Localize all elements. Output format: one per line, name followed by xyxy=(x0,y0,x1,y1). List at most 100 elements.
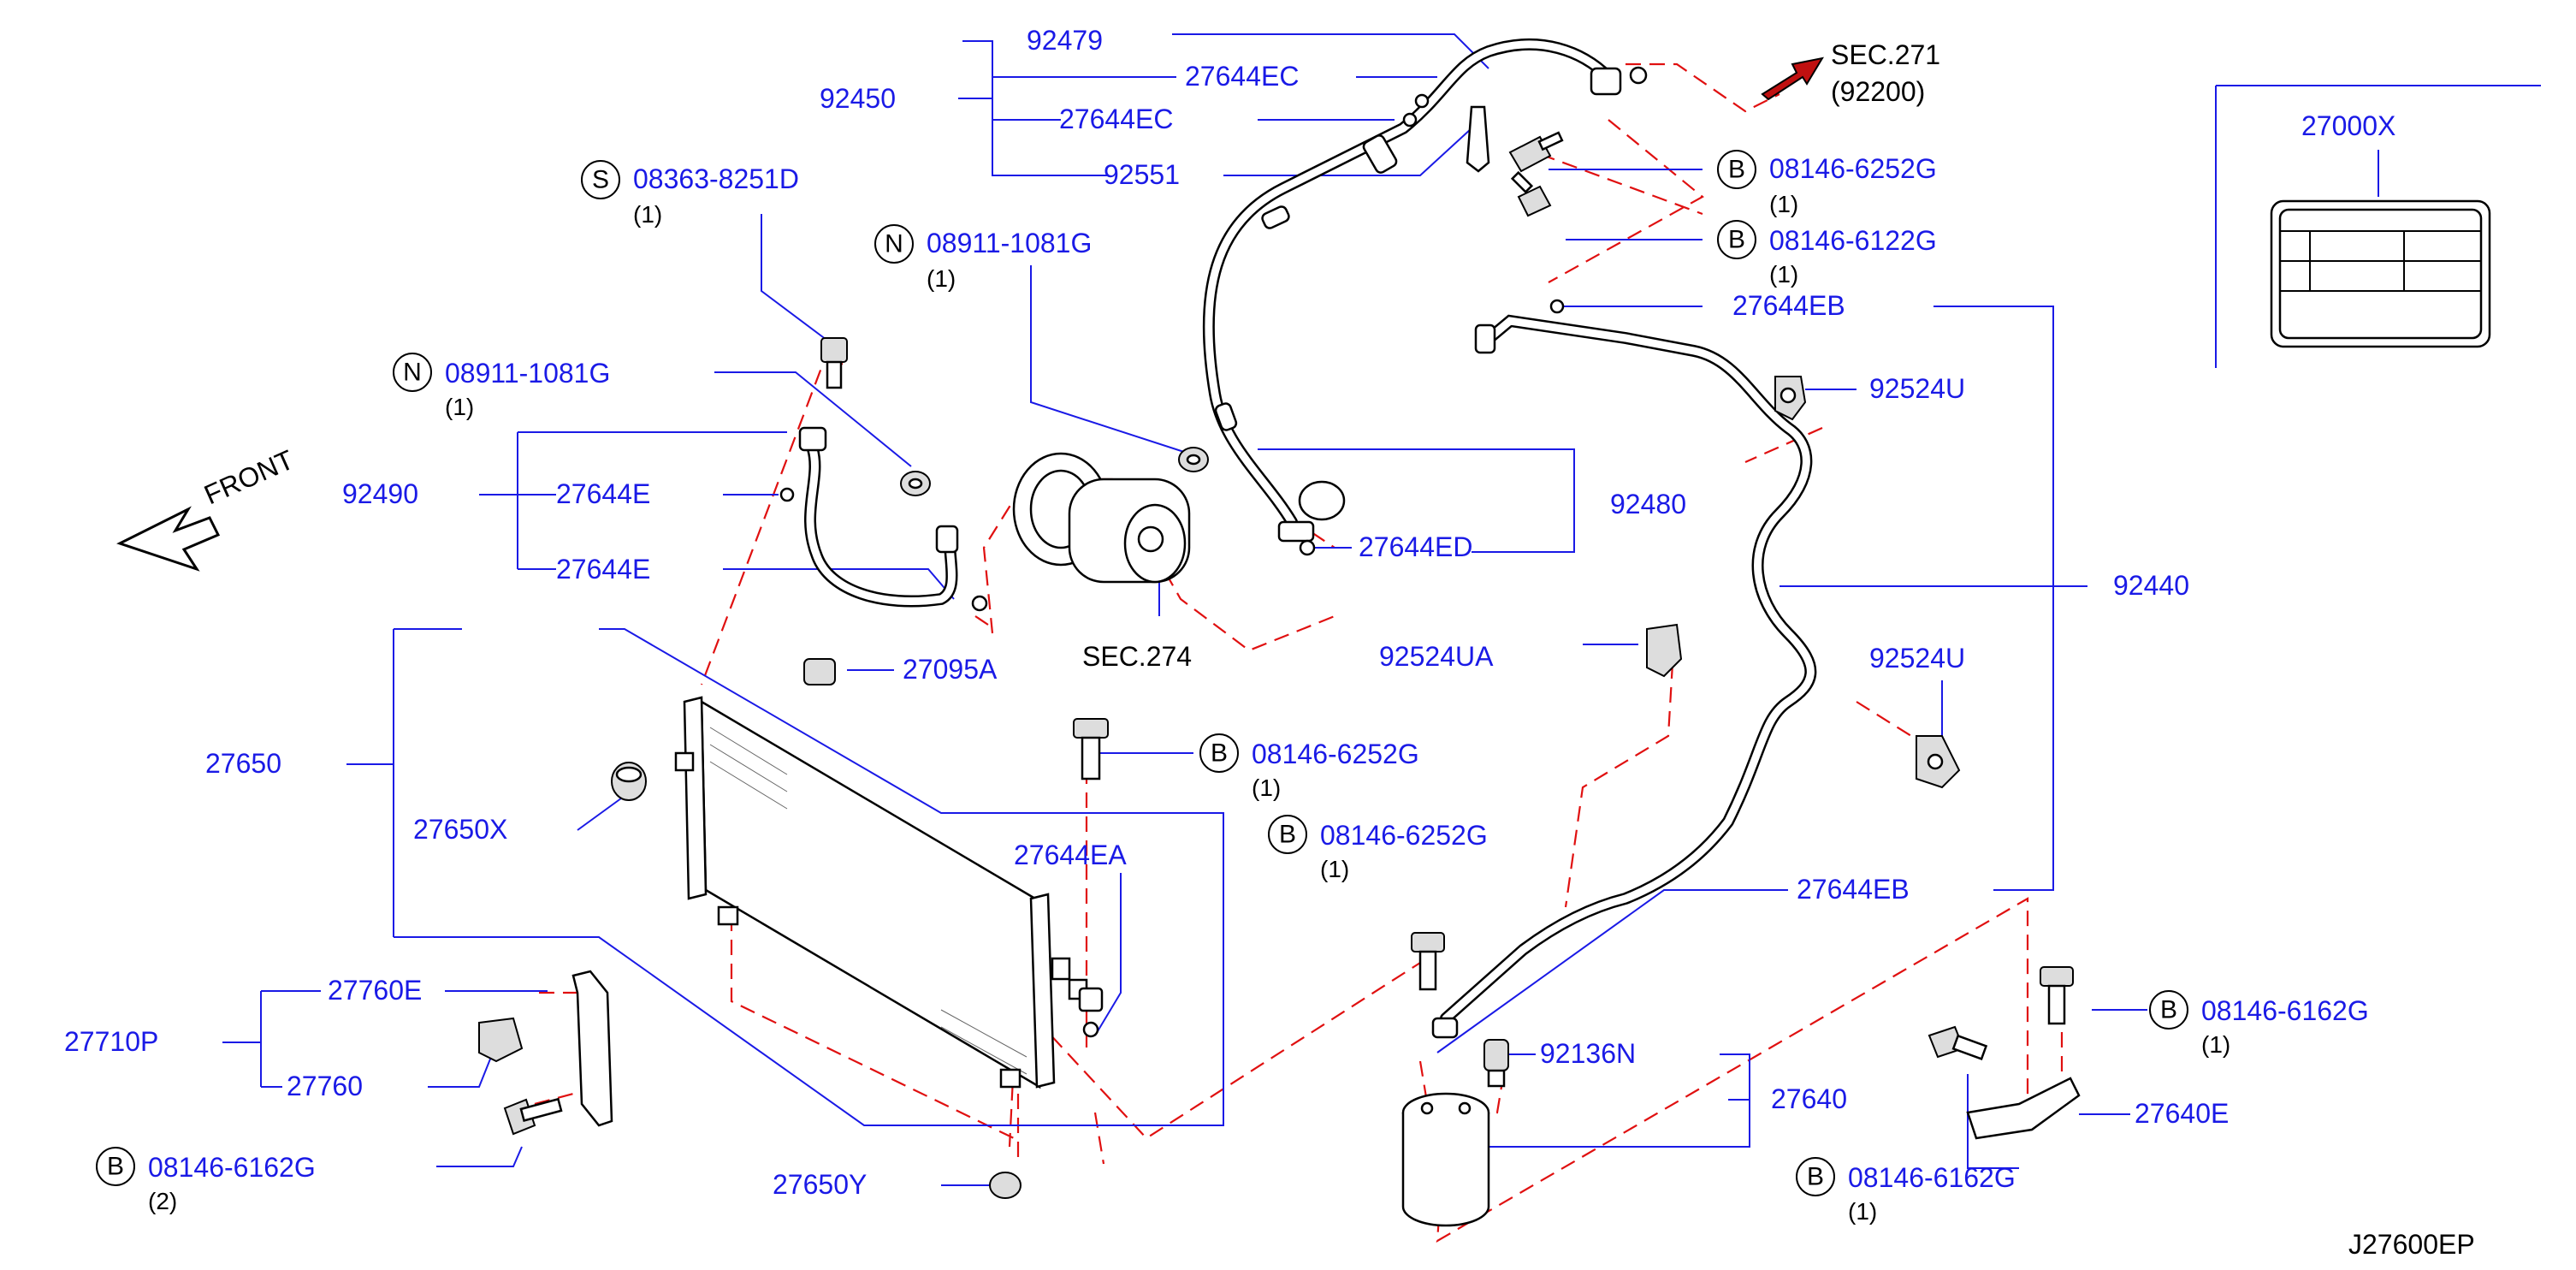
label-92524U-top: 92524U xyxy=(1869,373,1965,404)
fastener-letter: B xyxy=(1728,226,1745,254)
hose-92450 xyxy=(1202,39,1648,556)
fastener-part: 08146-6252G xyxy=(1769,153,1937,184)
bolts-top xyxy=(1508,131,1564,217)
sec-271-label: SEC.271 xyxy=(1831,39,1940,70)
fastener-qty: (1) xyxy=(1252,774,1281,801)
label-92480: 92480 xyxy=(1610,489,1686,519)
bolt-s1 xyxy=(820,337,848,389)
label-27644EB-mid: 27644EB xyxy=(1797,874,1910,905)
label-92524U-mid: 92524U xyxy=(1869,643,1965,674)
fastener-qty: (1) xyxy=(1769,191,1798,217)
fastener-qty: (1) xyxy=(1848,1198,1877,1225)
fastener-letter: B xyxy=(1807,1163,1824,1191)
bracket-27710P xyxy=(478,970,613,1136)
fastener-letter: B xyxy=(2160,996,2177,1024)
fastener-letter: N xyxy=(403,359,422,387)
label-92136N: 92136N xyxy=(1540,1038,1636,1069)
fastener-part: 08911-1081G xyxy=(445,358,610,389)
label-plate-27000X xyxy=(2270,199,2491,348)
fastener-b5: B 08146-6162G (1) xyxy=(2149,990,2369,1058)
label-92524UA: 92524UA xyxy=(1379,641,1494,672)
fastener-n1: N 08911-1081G (1) xyxy=(874,224,1092,292)
label-27650: 27650 xyxy=(205,748,281,779)
condenser-27650 xyxy=(674,696,1088,1089)
fastener-part: 08146-6162G xyxy=(2201,995,2369,1026)
label-92490: 92490 xyxy=(342,478,418,509)
label-27644EB-top: 27644EB xyxy=(1732,290,1845,321)
bolt-b4 xyxy=(1411,932,1445,991)
compressor xyxy=(1012,452,1191,584)
fastener-b7: B 08146-6162G (2) xyxy=(96,1147,316,1214)
fastener-letter: N xyxy=(885,230,903,258)
label-27640: 27640 xyxy=(1771,1083,1847,1114)
fastener-b3: B 08146-6252G (1) xyxy=(1199,733,1419,801)
label-27644E-a: 27644E xyxy=(556,478,650,509)
fastener-qty: (1) xyxy=(633,201,662,228)
bolt-b3 xyxy=(1073,718,1109,780)
part-27644EA xyxy=(1078,987,1104,1038)
label-92440: 92440 xyxy=(2113,570,2189,601)
fastener-part: 08146-6122G xyxy=(1769,225,1937,256)
bracket-27640E xyxy=(1966,1077,2081,1140)
label-27760: 27760 xyxy=(287,1071,363,1101)
label-27710P: 27710P xyxy=(64,1026,158,1057)
mount-27650X xyxy=(611,762,647,801)
leader-lines xyxy=(222,33,2541,1186)
fastener-qty: (1) xyxy=(1320,856,1349,882)
part-27650Y xyxy=(989,1172,1022,1199)
fastener-s1: S 08363-8251D (1) xyxy=(581,160,799,228)
label-27640E: 27640E xyxy=(2135,1098,2229,1129)
label-27644EA: 27644EA xyxy=(1014,840,1127,870)
label-27095A: 27095A xyxy=(903,654,998,685)
label-27650Y: 27650Y xyxy=(773,1169,867,1200)
label-27650X: 27650X xyxy=(413,814,507,845)
front-label: FRONT xyxy=(199,444,298,511)
fastener-letter: B xyxy=(1211,739,1228,768)
label-92450: 92450 xyxy=(820,83,896,114)
fastener-part: 08146-6162G xyxy=(148,1152,316,1183)
fastener-part: 08146-6252G xyxy=(1320,820,1488,851)
fastener-n2: N 08911-1081G (1) xyxy=(393,353,610,420)
diagram-code: J27600EP xyxy=(2348,1229,2475,1260)
part-27095A xyxy=(803,658,836,685)
fastener-b1: B 08146-6252G (1) xyxy=(1717,150,1937,217)
fastener-part: 08363-8251D xyxy=(633,163,799,194)
label-27644EC-b: 27644EC xyxy=(1059,104,1173,134)
sec-arrow-icon xyxy=(1761,56,1825,101)
fastener-qty: (1) xyxy=(927,265,956,292)
fastener-qty: (1) xyxy=(1769,261,1798,288)
bolt-b5 xyxy=(2040,966,2074,1025)
fastener-qty: (1) xyxy=(2201,1031,2230,1058)
front-arrow-icon xyxy=(116,506,221,572)
fastener-qty: (2) xyxy=(148,1188,177,1214)
clip-92524UA xyxy=(1646,623,1683,678)
sec-271-sub-label: (92200) xyxy=(1831,76,1925,107)
label-27644EC-a: 27644EC xyxy=(1185,61,1299,92)
fastener-b2: B 08146-6122G (1) xyxy=(1717,220,1937,288)
fastener-part: 08911-1081G xyxy=(927,228,1092,258)
part-labels: 92479 92450 27644EC 27644EC 92551 27000X… xyxy=(64,25,2395,1200)
fastener-letter: B xyxy=(1728,156,1745,184)
switch-92136N xyxy=(1483,1039,1509,1088)
pipe-92440 xyxy=(1431,299,1817,1039)
drier-27640 xyxy=(1401,1092,1490,1227)
washer-n2 xyxy=(900,471,931,496)
clip-92524U-mid xyxy=(1916,735,1961,789)
fastener-b6: B 08146-6162G (1) xyxy=(1796,1157,2016,1225)
label-27644E-b: 27644E xyxy=(556,554,650,585)
fastener-b4: B 08146-6252G (1) xyxy=(1268,815,1488,882)
bolt-b6 xyxy=(1928,1025,1988,1060)
label-sec-274: SEC.274 xyxy=(1082,641,1192,672)
label-27644ED: 27644ED xyxy=(1359,531,1472,562)
label-27760E: 27760E xyxy=(328,975,422,1006)
clip-92524U-top xyxy=(1774,376,1807,421)
fastener-letter: B xyxy=(107,1153,124,1181)
label-92551: 92551 xyxy=(1104,159,1180,190)
hose-92490 xyxy=(779,426,988,612)
fastener-qty: (1) xyxy=(445,394,474,420)
bracket-92551 xyxy=(1466,105,1490,173)
fastener-part: 08146-6252G xyxy=(1252,739,1419,769)
fastener-part: 08146-6162G xyxy=(1848,1162,2016,1193)
label-92479: 92479 xyxy=(1027,25,1103,56)
